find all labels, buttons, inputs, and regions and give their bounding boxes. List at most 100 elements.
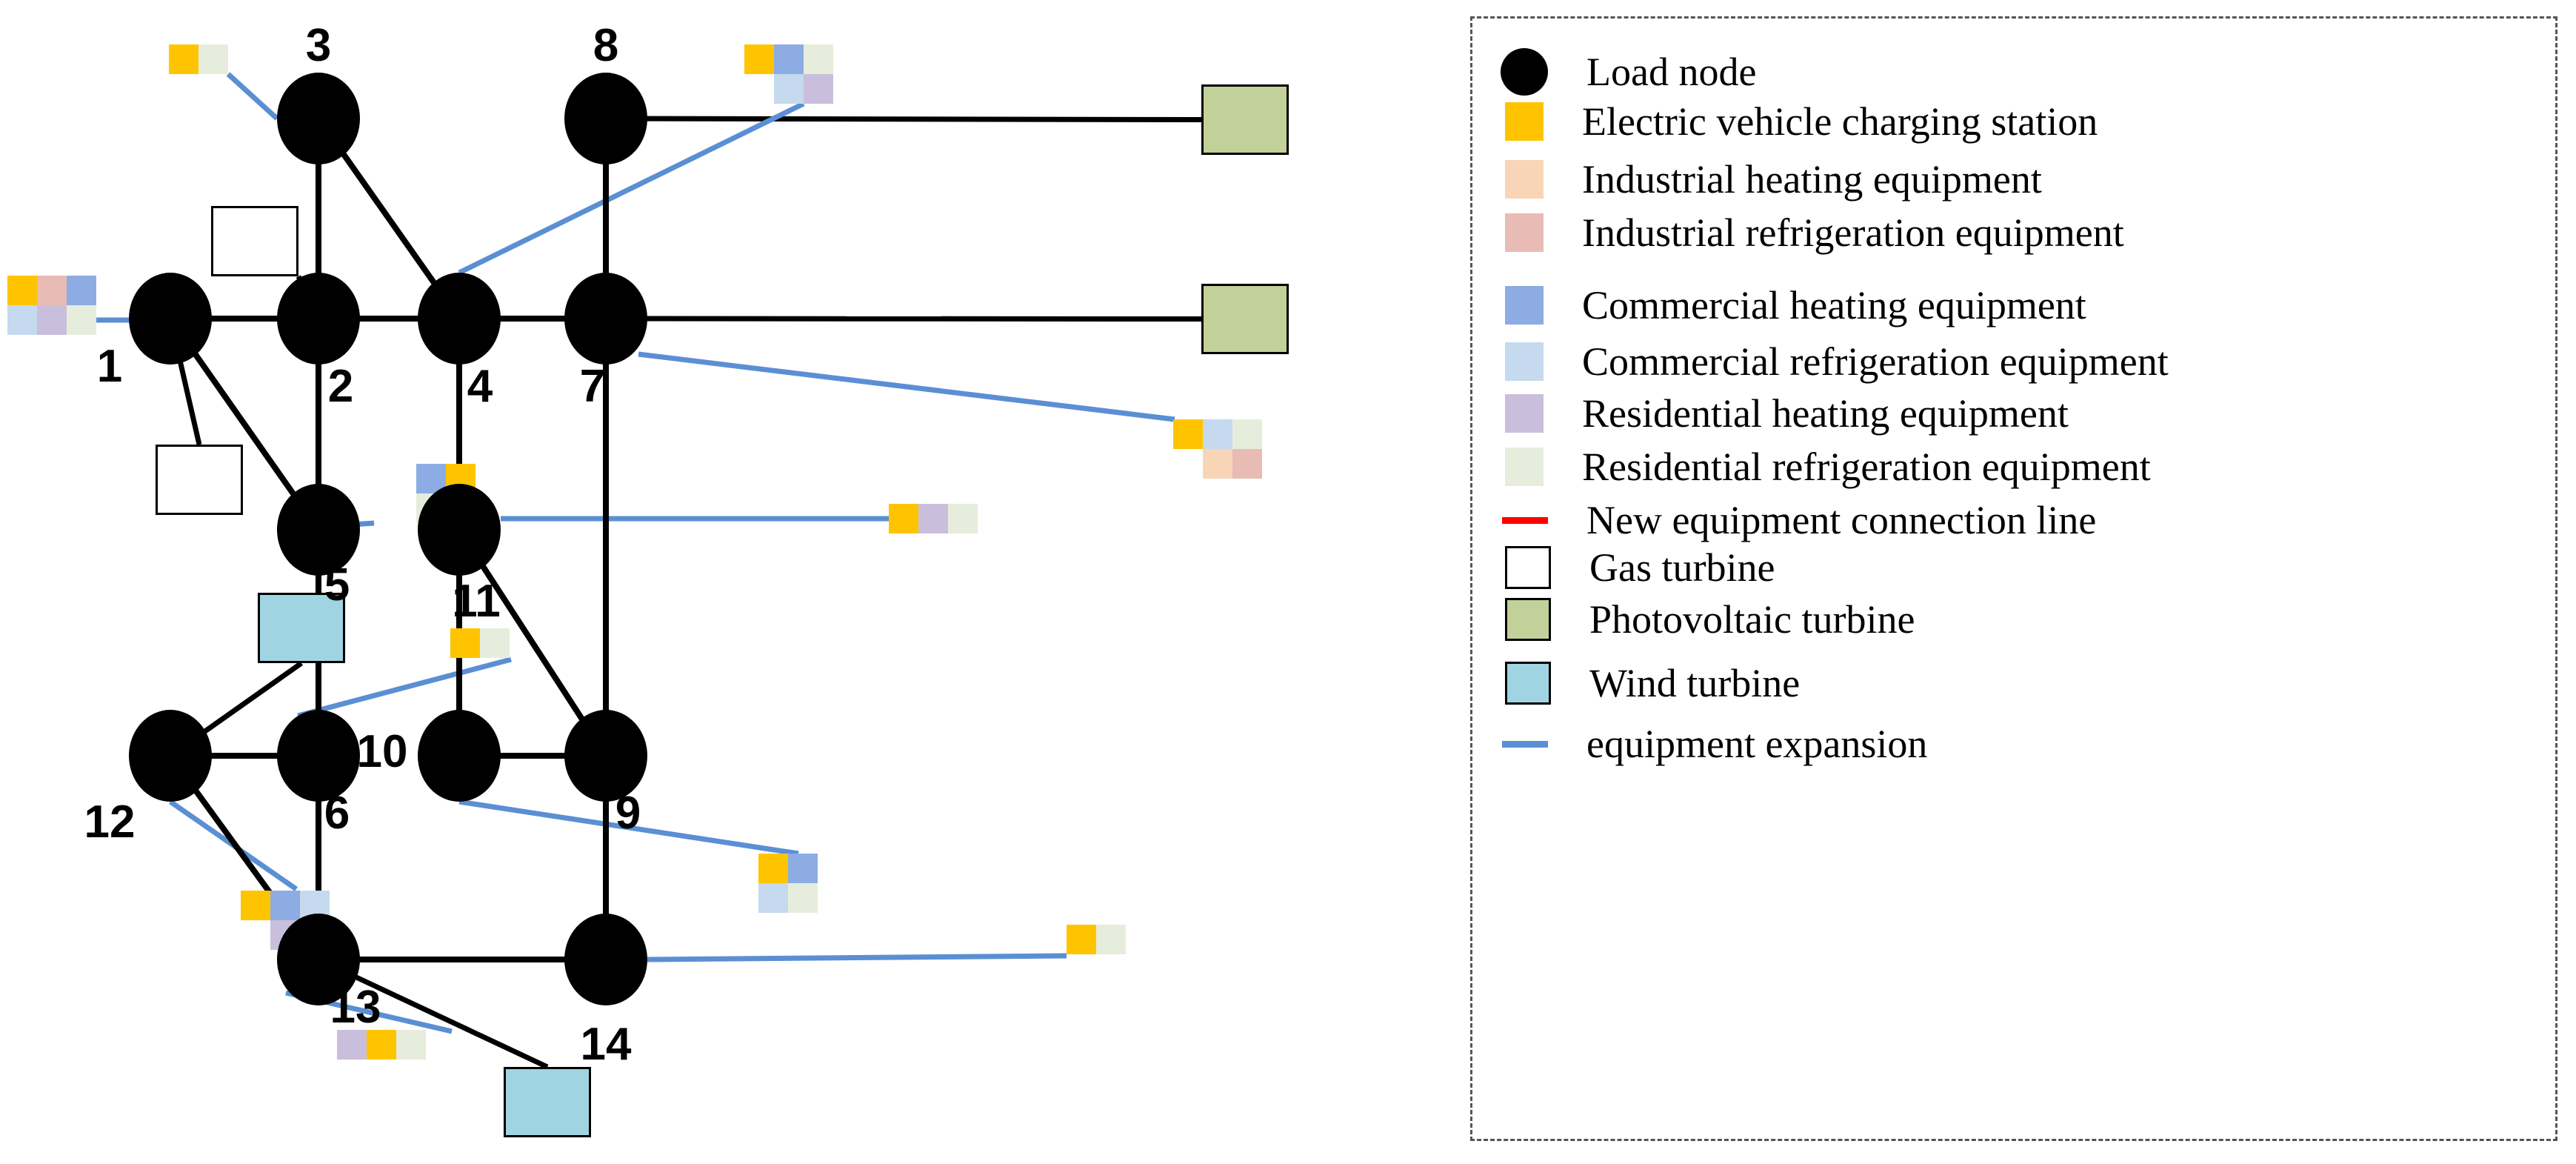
equipment-cell-res-refrig[interactable]: [480, 628, 510, 658]
equipment-cell-com-heat[interactable]: [270, 891, 300, 920]
equipment-row: [169, 44, 228, 74]
node-label-7: 7: [579, 361, 606, 412]
equipment-cell-ev[interactable]: [1173, 419, 1203, 449]
equipment-block-node-13[interactable]: [337, 1030, 426, 1060]
equipment-row: [889, 504, 978, 533]
equipment-cell-res-heat[interactable]: [337, 1030, 367, 1060]
equipment-cell-ev[interactable]: [241, 891, 270, 920]
equipment-cell-ev[interactable]: [450, 628, 480, 658]
equipment-cell-com-refrig[interactable]: [1203, 419, 1232, 449]
legend-label-pv: Photovoltaic turbine: [1589, 597, 1915, 642]
equipment-cell-ev[interactable]: [367, 1030, 396, 1060]
load-node-7[interactable]: [564, 273, 647, 365]
pv-turbine-box-pv1[interactable]: [1201, 84, 1289, 155]
gas-turbine-box-gas1[interactable]: [156, 445, 243, 515]
equipment-cell-res-refrig[interactable]: [1232, 419, 1262, 449]
node-label-2: 2: [327, 361, 354, 412]
legend-label-load_node: Load node: [1586, 50, 1757, 94]
load-node-1[interactable]: [129, 273, 212, 365]
load-node-6[interactable]: [277, 710, 360, 802]
expansion-line-node-6: [297, 656, 512, 719]
equipment-cell-ind-refrig[interactable]: [1232, 449, 1262, 479]
equipment-cell-res-refrig[interactable]: [396, 1030, 426, 1060]
equipment-cell-com-heat[interactable]: [788, 854, 818, 883]
equipment-cell-res-heat[interactable]: [37, 305, 67, 335]
equipment-cell-ev[interactable]: [889, 504, 918, 533]
pv-turbine-box-pv2[interactable]: [1201, 284, 1289, 354]
load-node-13[interactable]: [277, 914, 360, 1005]
node-label-11: 11: [452, 576, 501, 627]
legend-item-com_heat[interactable]: Commercial heating equipment: [1501, 285, 2086, 325]
equipment-cell-ind-refrig[interactable]: [37, 276, 67, 305]
equipment-block-node-11[interactable]: [889, 504, 978, 533]
legend-label-ind_refrig: Industrial refrigeration equipment: [1582, 210, 2124, 255]
load-node-12[interactable]: [129, 710, 212, 802]
equipment-cell-res-refrig[interactable]: [198, 44, 228, 74]
legend-item-pv[interactable]: Photovoltaic turbine: [1501, 598, 1915, 641]
legend-label-ev: Electric vehicle charging station: [1582, 99, 2098, 144]
equipment-block-node-10[interactable]: [758, 854, 818, 913]
equipment-row: [241, 891, 330, 920]
legend-item-res_refrig[interactable]: Residential refrigeration equipment: [1501, 447, 2151, 487]
equipment-cell-com-refrig[interactable]: [758, 883, 788, 913]
equipment-cell-com-refrig[interactable]: [774, 74, 804, 104]
expansion-line-node-3: [226, 72, 279, 121]
gas-turbine-box-gas2[interactable]: [211, 206, 298, 276]
equipment-cell-ev[interactable]: [758, 854, 788, 883]
equipment-cell-res-heat[interactable]: [918, 504, 948, 533]
load-node-8[interactable]: [564, 73, 647, 164]
equipment-cell-com-heat[interactable]: [774, 44, 804, 74]
equipment-block-node-14[interactable]: [1067, 925, 1126, 954]
swatch-gas-icon: [1505, 546, 1551, 589]
node-label-13: 13: [330, 982, 381, 1033]
load-node-11[interactable]: [418, 484, 501, 576]
equipment-cell-com-heat[interactable]: [67, 276, 96, 305]
equipment-cell-com-refrig[interactable]: [7, 305, 37, 335]
equipment-cell-res-refrig[interactable]: [67, 305, 96, 335]
load-node-4[interactable]: [418, 273, 501, 365]
load-node-14[interactable]: [564, 914, 647, 1005]
network-svg: [96, 72, 1202, 1070]
equipment-block-node-4[interactable]: [744, 44, 833, 104]
equipment-block-node-7[interactable]: [1173, 419, 1262, 479]
equipment-cell-ev[interactable]: [1067, 925, 1096, 954]
equipment-cell-empty: [241, 920, 270, 950]
legend-item-ind_heat[interactable]: Industrial heating equipment: [1501, 159, 2042, 199]
legend-item-ev[interactable]: Electric vehicle charging station: [1501, 102, 2098, 142]
equipment-cell-res-refrig[interactable]: [948, 504, 978, 533]
equipment-cell-res-refrig[interactable]: [788, 883, 818, 913]
legend-item-gas[interactable]: Gas turbine: [1501, 546, 1775, 589]
wind-turbine-box-wind1[interactable]: [258, 593, 345, 663]
equipment-cell-ind-heat[interactable]: [1203, 449, 1232, 479]
node-label-10: 10: [356, 726, 408, 777]
legend-item-expansion[interactable]: equipment expansion: [1501, 724, 1927, 764]
node-label-14: 14: [580, 1019, 632, 1070]
legend-item-load_node[interactable]: Load node: [1501, 48, 1756, 96]
equipment-cell-res-refrig[interactable]: [1096, 925, 1126, 954]
equipment-cell-res-refrig[interactable]: [804, 44, 833, 74]
node-label-8: 8: [593, 20, 619, 71]
equipment-cell-ev[interactable]: [744, 44, 774, 74]
equipment-cell-ev[interactable]: [7, 276, 37, 305]
legend-item-new_line[interactable]: New equipment connection line: [1501, 500, 2096, 540]
wind-turbine-box-wind2[interactable]: [504, 1067, 591, 1137]
legend-item-com_refrig[interactable]: Commercial refrigeration equipment: [1501, 342, 2169, 382]
load-node-3[interactable]: [277, 73, 360, 164]
legend-item-ind_refrig[interactable]: Industrial refrigeration equipment: [1501, 213, 2124, 253]
legend-item-wind[interactable]: Wind turbine: [1501, 662, 1800, 705]
equipment-cell-res-heat[interactable]: [804, 74, 833, 104]
equipment-cell-ev[interactable]: [169, 44, 198, 74]
equipment-block-node-3[interactable]: [169, 44, 228, 74]
load-node-9[interactable]: [564, 710, 647, 802]
load-node-5[interactable]: [277, 484, 360, 576]
node-label-6: 6: [324, 788, 350, 839]
load-node-10[interactable]: [418, 710, 501, 802]
legend-item-res_heat[interactable]: Residential heating equipment: [1501, 393, 2069, 433]
legend-label-new_line: New equipment connection line: [1586, 498, 2097, 542]
equipment-block-node-1[interactable]: [7, 276, 96, 335]
equipment-block-node-6[interactable]: [450, 628, 510, 658]
node-label-3: 3: [305, 20, 332, 71]
load-node-2[interactable]: [277, 273, 360, 365]
legend-label-gas: Gas turbine: [1589, 545, 1775, 590]
